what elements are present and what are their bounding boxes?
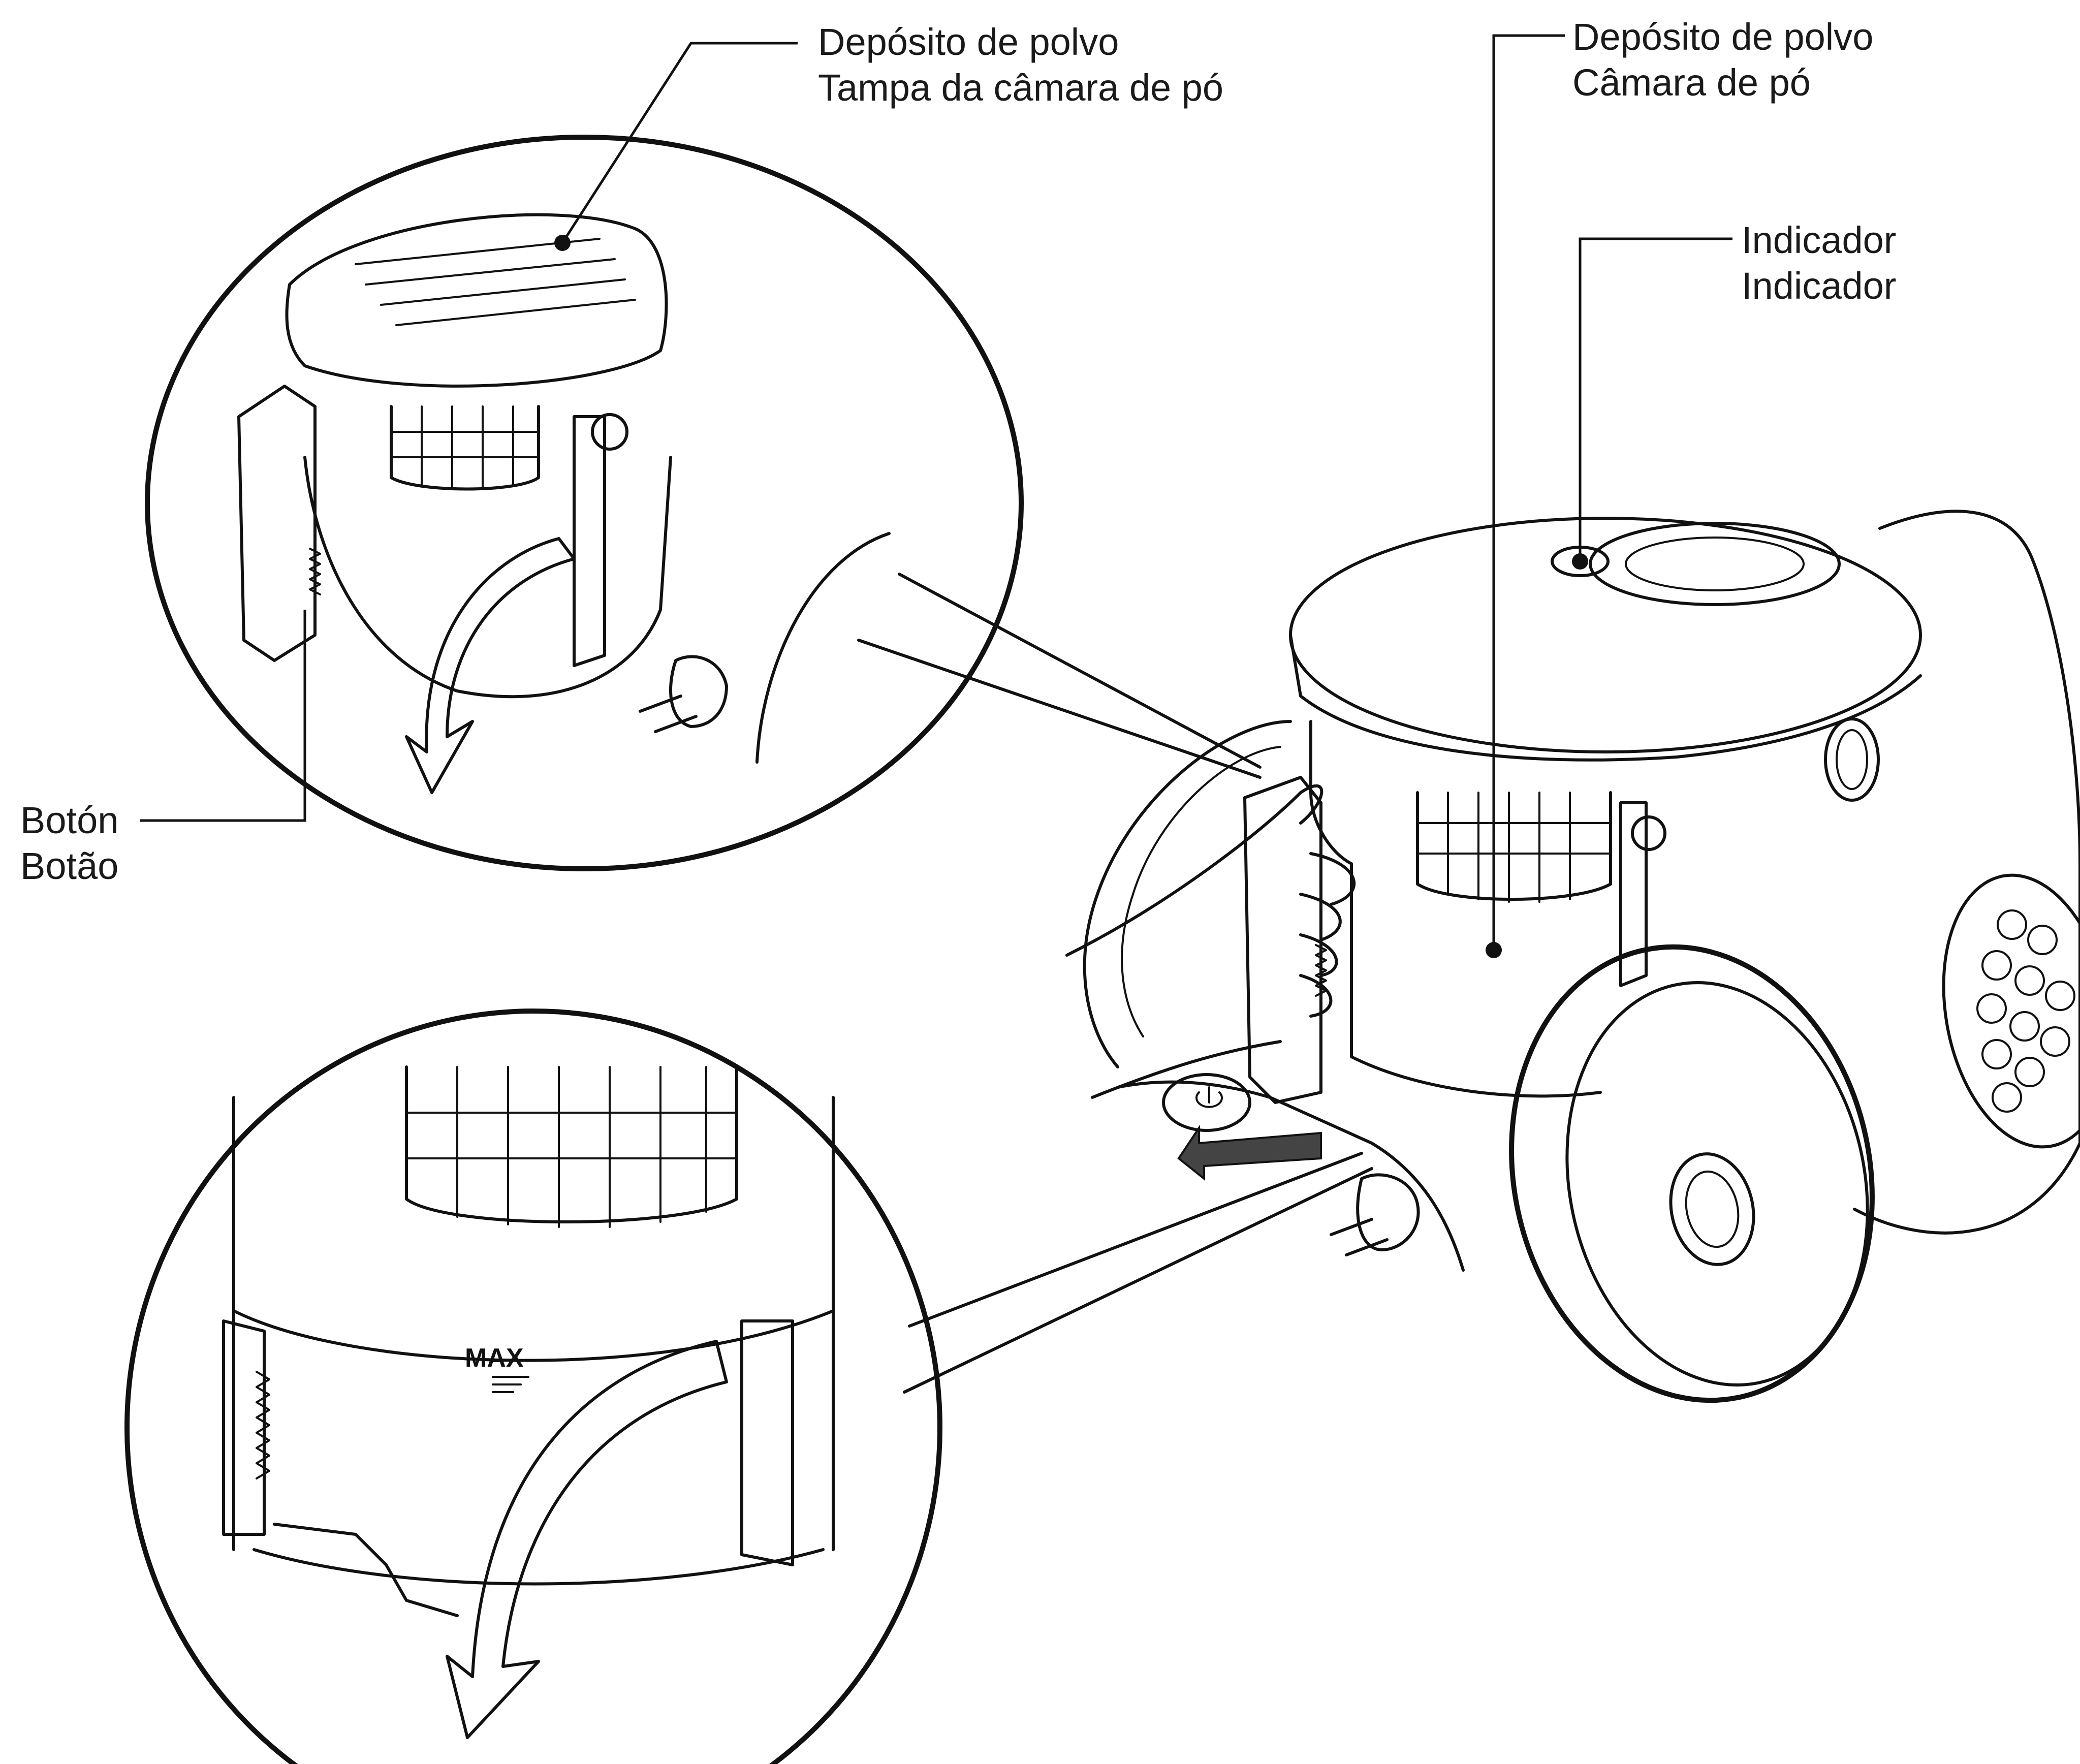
zoom2-open-arrow <box>446 1340 728 1739</box>
right-wheel-hub-inner <box>1685 1170 1740 1248</box>
power-button <box>1162 1073 1251 1132</box>
zoom2-chamber-bottom <box>253 1548 825 1586</box>
vacuum-rear-housing <box>1853 510 2080 1235</box>
zoom-latch-teeth <box>309 548 321 595</box>
power-button-icon <box>1195 1086 1223 1108</box>
zoom-chamber <box>303 456 672 699</box>
callout-lid-line <box>561 42 798 244</box>
indicator-dome <box>1589 522 1841 606</box>
label-chamber-line1: Depósito de polvo <box>1572 16 1873 58</box>
hand-thumb <box>1065 784 1323 957</box>
right-wheel-tire <box>1565 981 1869 1387</box>
zoom-bottom-connector-lower <box>903 1167 1373 1394</box>
label-chamber-line2: Câmara de pó <box>1572 61 1811 104</box>
zoom-top-connector-upper <box>898 573 1262 769</box>
zoom-max-detail: MAX <box>124 1009 1373 1764</box>
post-knob <box>1631 815 1666 851</box>
callout-button-line <box>140 610 306 822</box>
zoom-post-knob <box>591 413 628 451</box>
label-lid-line2: Tampa da câmara de pó <box>818 67 1223 109</box>
exhaust-holes <box>1976 909 2075 1113</box>
label-button-line2: Botão <box>20 845 118 887</box>
label-button: Botón Botão <box>20 799 118 887</box>
zoom-open-arrow <box>405 537 576 794</box>
zoom2-latch-teeth <box>256 1371 270 1479</box>
callout-chamber-line <box>1492 34 1565 950</box>
right-wheel-hub <box>1669 1152 1755 1266</box>
zoom-right-post <box>573 415 606 667</box>
hand-wrist <box>1091 1040 1282 1099</box>
zoom-lid-top <box>285 213 668 388</box>
vacuum-lid-rim <box>1289 634 1922 762</box>
label-indicator-line1: Indicador <box>1742 219 1896 261</box>
zoom-top-connector-lower <box>857 639 1262 779</box>
zoom-bottom-connector-upper <box>908 1152 1363 1328</box>
zoom-lid-detail <box>145 135 1262 871</box>
dust-chamber-body <box>1309 720 1602 1098</box>
left-wheel <box>1083 720 1292 1068</box>
zoom2-max-line <box>232 1309 835 1362</box>
right-wheel-outer <box>1509 944 1875 1403</box>
zoom-latch <box>237 385 317 662</box>
label-indicator-line2: Indicador <box>1742 265 1896 307</box>
filter-cylinder <box>1416 791 1612 901</box>
max-mark: MAX <box>465 1343 524 1373</box>
callout-indicator-line <box>1579 237 1732 561</box>
chamber-callout-dot <box>1486 942 1502 958</box>
label-button-line1: Botón <box>20 799 118 841</box>
label-indicator: Indicador Indicador <box>1742 219 1896 307</box>
chamber-right-post <box>1619 801 1648 987</box>
label-lid-line1: Depósito de polvo <box>818 21 1119 63</box>
vacuum-base <box>1116 1080 1465 1272</box>
callout-lines <box>140 34 1732 958</box>
left-wheel-inner <box>1121 746 1281 1037</box>
label-chamber: Depósito de polvo Câmara de pó <box>1572 16 1873 104</box>
zoom-circle-top <box>145 135 1024 871</box>
zoom-lid-ribs <box>355 238 636 326</box>
zoom2-filter <box>405 1065 738 1223</box>
zoom-circle-bottom <box>124 1009 942 1764</box>
latch-teeth <box>1315 944 1327 997</box>
zoom2-filter-grid <box>405 1066 738 1228</box>
exhaust-grille <box>1942 873 2080 1149</box>
side-hole-inner <box>1836 729 1868 790</box>
indicator-dome-inner <box>1625 537 1805 591</box>
label-lid: Depósito de polvo Tampa da câmara de pó <box>818 21 1223 109</box>
filter-grid <box>1416 792 1612 903</box>
max-mark-ticks <box>492 1376 529 1393</box>
zoom2-base-bracket <box>273 1523 459 1617</box>
zoom-filter-grid <box>390 405 540 490</box>
remove-direction-arrow <box>1177 1124 1322 1181</box>
vacuum-cleaner-drawing <box>1065 510 2080 1403</box>
power-plug <box>1330 1173 1420 1256</box>
zoom-wheel <box>755 532 891 764</box>
chamber-latch <box>1243 776 1322 1104</box>
zoom-filter <box>390 405 540 491</box>
side-hole <box>1824 717 1880 802</box>
zoom2-latch <box>222 1319 266 1536</box>
zoom2-right-post <box>740 1319 794 1566</box>
hand-fingers <box>1299 852 1356 1018</box>
zoom-plug <box>639 655 728 733</box>
